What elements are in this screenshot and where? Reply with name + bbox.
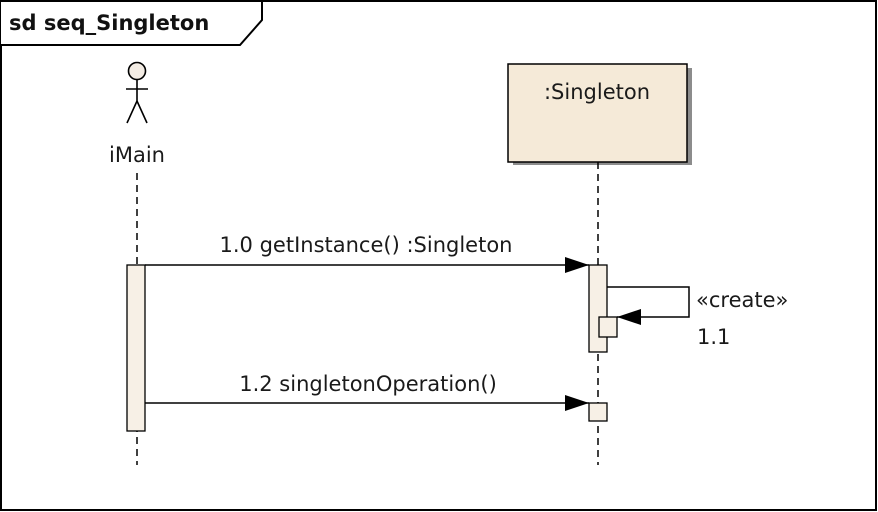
singleton-activation-bar bbox=[588, 264, 608, 353]
frame-label-tab bbox=[1, 0, 263, 46]
frame-label: sd seq_Singleton bbox=[9, 11, 209, 35]
message-getinstance-label: 1.0 getInstance() :Singleton bbox=[220, 233, 513, 257]
singleton-name: :Singleton bbox=[544, 80, 650, 104]
message-create-arrow[interactable] bbox=[607, 286, 690, 325]
operation-activation-bar bbox=[588, 402, 608, 422]
message-create-number: 1.1 bbox=[697, 325, 730, 349]
actor-name: iMain bbox=[109, 143, 165, 167]
actor-activation-bar bbox=[126, 264, 146, 432]
actor-figure-icon bbox=[126, 61, 148, 124]
singleton-lifeline-box[interactable] bbox=[507, 63, 688, 163]
create-activation-bar bbox=[598, 316, 618, 338]
message-create-stereotype: «create» bbox=[696, 288, 788, 312]
message-operation-label: 1.2 singletonOperation() bbox=[239, 372, 497, 396]
